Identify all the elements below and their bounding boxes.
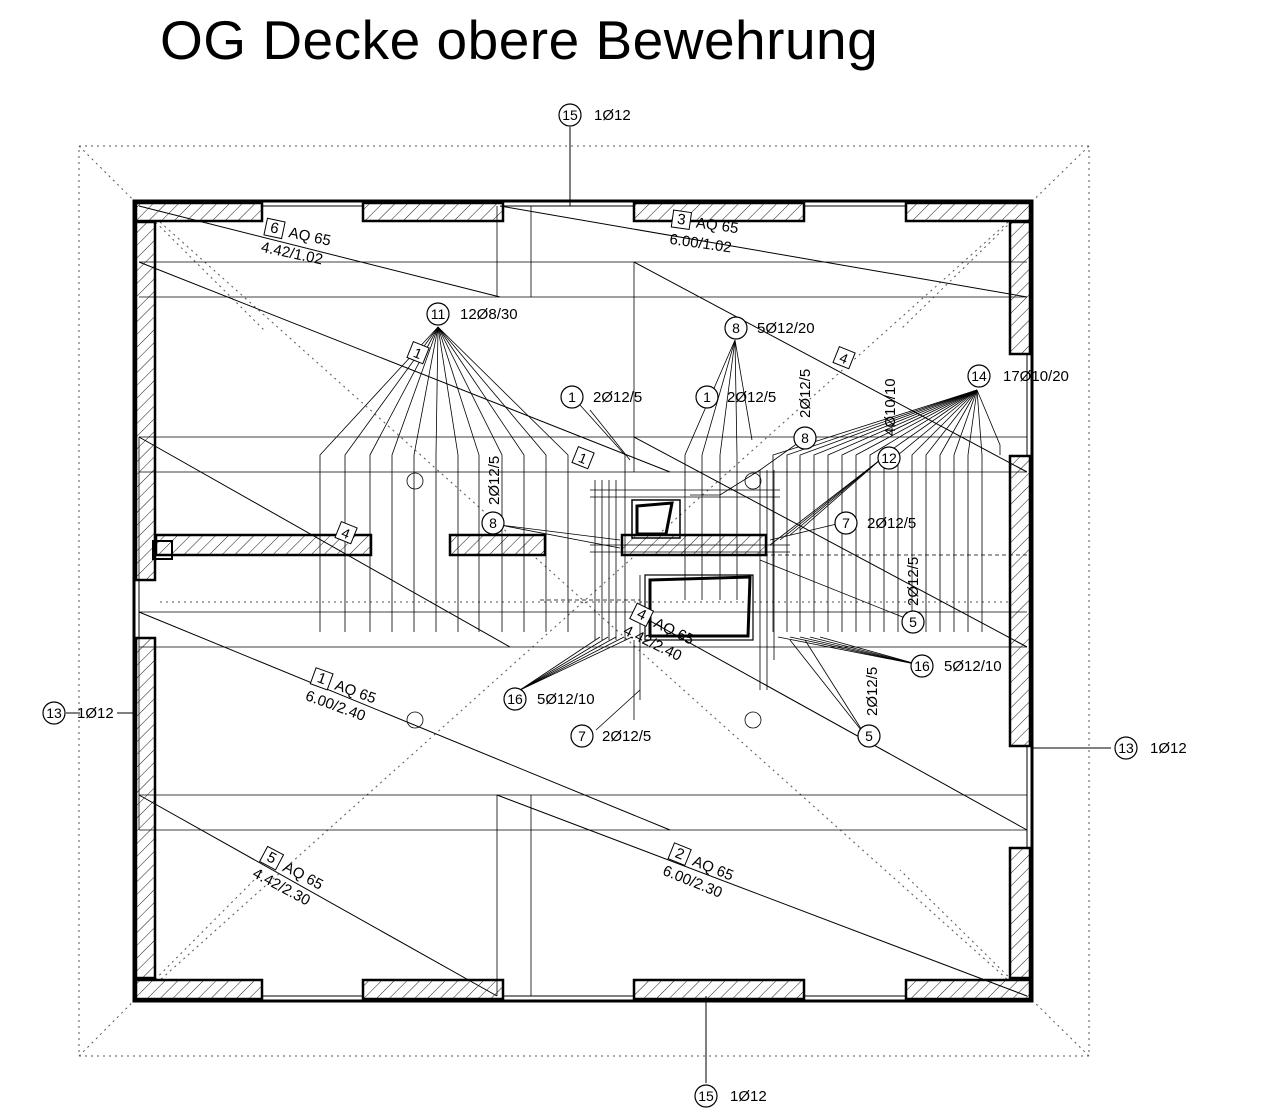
openings: [152, 472, 762, 729]
bar-position-circle: [724, 316, 748, 340]
bar-position-number: 8: [489, 515, 497, 531]
bar-position-number: 16: [914, 658, 930, 674]
wall-hatching: [134, 201, 1032, 1001]
bar-callout: 5 2Ø12/5: [901, 557, 925, 634]
bar-position-circle: [560, 385, 584, 409]
bar-callout: 16 5Ø12/10: [910, 654, 1002, 678]
bar-position-number: 7: [842, 515, 850, 531]
bar-spec: 1Ø12: [77, 705, 114, 722]
bar-position-circle: [857, 724, 881, 748]
mesh-tag: 1: [406, 341, 430, 365]
bar-spec: 2Ø12/5: [797, 369, 814, 418]
bar-position-circle: [570, 724, 594, 748]
bar-position-circle: [481, 511, 505, 535]
bar-spec: 2Ø12/5: [602, 728, 651, 745]
bar-spec: 1Ø12: [1150, 740, 1187, 757]
mesh-tag: 4: [334, 521, 358, 545]
slab-outline: [78, 145, 1090, 1057]
bar-position-circle: [695, 385, 719, 409]
bar-position-circle: [910, 654, 934, 678]
bar-position-number: 5: [865, 728, 873, 744]
bar-position-number: 8: [732, 320, 740, 336]
bar-callout: 8 5Ø12/20: [724, 316, 815, 340]
bars-pos-14: [772, 389, 1001, 632]
bar-spec: 2Ø12/5: [905, 557, 922, 606]
bar-spec: 5Ø12/10: [944, 658, 1002, 675]
bar-position-number: 16: [507, 691, 523, 707]
bar-spec: 1Ø12: [594, 107, 631, 124]
mesh-tag: 1: [571, 446, 595, 470]
edge-bar-leaders: [66, 127, 1111, 1083]
bar-position-circle: [426, 302, 450, 326]
bar-callout: 5 2Ø12/5: [857, 667, 881, 748]
bar-position-circle: [901, 610, 925, 634]
bar-callout: 7 2Ø12/5: [834, 511, 916, 535]
bar-callout: 15 1Ø12: [558, 103, 631, 127]
bar-position-circle: [877, 446, 901, 470]
bar-position-number: 12: [881, 450, 897, 466]
bar-position-number: 13: [46, 705, 62, 721]
bar-position-number: 15: [562, 107, 578, 123]
bar-spec: 2Ø12/5: [864, 667, 881, 716]
bar-position-circle: [967, 364, 991, 388]
bar-callout: 16 5Ø12/10: [503, 687, 595, 711]
bar-spec: 2Ø12/5: [867, 515, 916, 532]
bar-position-circle: [793, 426, 817, 450]
mesh-tags: 1 1 4 4: [334, 341, 856, 545]
bar-position-number: 1: [703, 389, 711, 405]
bars-openings: [499, 339, 1027, 736]
bar-spec: 5Ø12/20: [757, 320, 815, 337]
bar-position-number: 15: [698, 1088, 714, 1104]
bar-position-number: 13: [1118, 740, 1134, 756]
bar-position-number: 11: [431, 306, 446, 322]
bar-callout: 11 12Ø8/30: [426, 302, 518, 326]
bar-spec: 5Ø12/10: [537, 691, 595, 708]
mesh-grid: [138, 206, 1027, 996]
bar-callout: 14 17Ø10/20: [967, 364, 1069, 388]
bar-position-circle: [1114, 736, 1138, 760]
bar-position-number: 7: [578, 728, 586, 744]
bar-spec: 17Ø10/20: [1003, 368, 1069, 385]
mesh-tag: 4: [832, 346, 856, 370]
mesh-position: 3: [676, 211, 687, 229]
bar-position-number: 5: [909, 614, 917, 630]
bar-spec: 12Ø8/30: [460, 306, 518, 323]
bar-callout: 7 2Ø12/5: [570, 724, 651, 748]
bar-spec: 4Ø10/10: [882, 378, 899, 436]
bar-callout: 15 1Ø12: [694, 1084, 767, 1108]
bar-callout: 8 2Ø12/5: [793, 369, 817, 450]
bar-callout: 12 4Ø10/10: [877, 378, 901, 470]
bar-spec: 2Ø12/5: [727, 389, 776, 406]
mesh-type: AQ 65: [695, 214, 739, 237]
bar-position-number: 8: [801, 430, 809, 446]
bar-position-circle: [42, 701, 66, 725]
mesh-position: 6: [269, 219, 281, 237]
bar-spec: 2Ø12/5: [593, 389, 642, 406]
bar-position-circle: [834, 511, 858, 535]
bar-callout: 13 1Ø12: [42, 701, 114, 725]
bar-callout: 1 2Ø12/5: [560, 385, 642, 409]
bar-spec: 2Ø12/5: [486, 456, 503, 505]
page-title: OG Decke obere Bewehrung: [160, 9, 879, 71]
bar-position-number: 1: [568, 389, 576, 405]
bar-spec: 1Ø12: [730, 1088, 767, 1105]
bar-callout: 8 2Ø12/5: [481, 456, 505, 535]
mesh-diagonals: [138, 205, 1028, 997]
bar-position-circle: [694, 1084, 718, 1108]
bar-callout: 1 2Ø12/5: [695, 385, 776, 409]
bar-position-circle: [503, 687, 527, 711]
bars-pos-11: [319, 326, 569, 632]
bar-callout: 13 1Ø12: [1114, 736, 1187, 760]
bar-position-number: 14: [971, 368, 987, 384]
bar-position-circle: [558, 103, 582, 127]
